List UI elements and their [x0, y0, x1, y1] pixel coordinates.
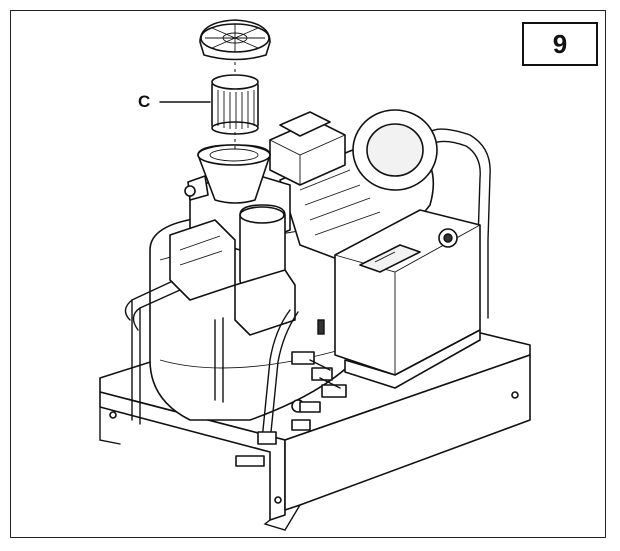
pump-head	[169, 169, 296, 336]
callout-label-c: C	[138, 92, 151, 111]
handle-bars	[124, 128, 491, 425]
filter-lid	[199, 19, 271, 74]
filter-cup	[184, 144, 271, 204]
filter-cartridge	[211, 74, 259, 150]
figure-number: 9	[552, 28, 568, 59]
control-box	[334, 209, 481, 389]
figure-number-box: 9	[522, 22, 598, 66]
hoses-fittings	[235, 309, 347, 467]
electric-motor	[269, 109, 438, 261]
